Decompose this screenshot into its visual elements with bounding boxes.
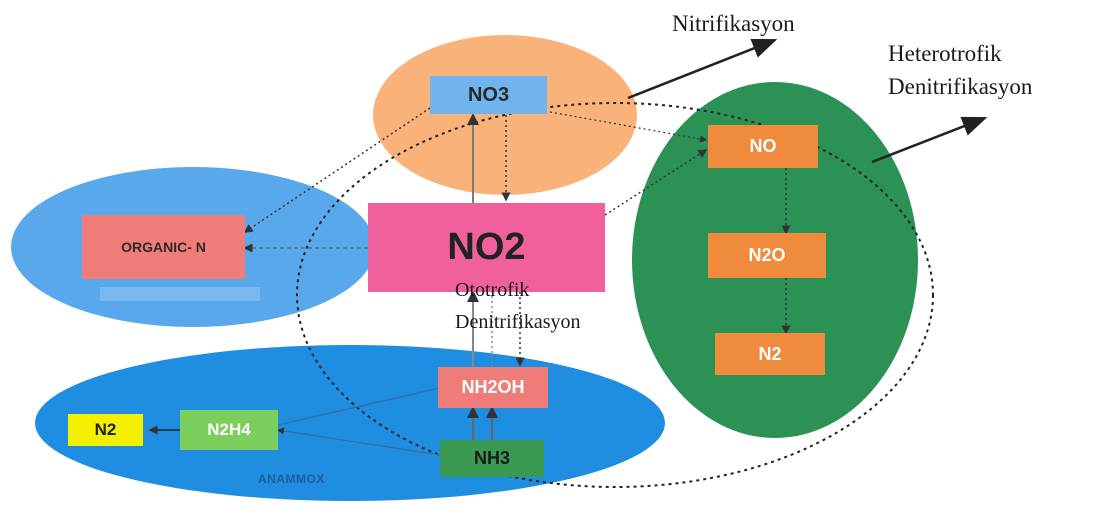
node-n2-left: N2 [68,414,143,446]
arrow-no3-to-no [549,111,708,143]
nitrifikasyon-pointer [627,38,778,100]
label-heterotrofik-line2: Denitrifikasyon [888,74,1033,99]
node-n2h4: N2H4 [180,410,278,450]
node-organic-n: ORGANIC- N [82,215,245,279]
organic-n-highlight [100,287,260,301]
node-nh2oh: NH2OH [438,367,548,408]
node-no2: NO2 [368,203,605,292]
node-n2-right: N2 [715,333,825,375]
label-anammox: ANAMMOX [258,472,325,486]
label-ototrofik-line1: Ototrofik [455,279,530,301]
label-ototrofik-line2: Denitrifikasyon [455,311,581,333]
label-nitrifikasyon: Nitrifikasyon [672,11,795,36]
arrow-no2-to-no [604,149,708,216]
label-heterotrofik-line1: Heterotrofik [888,41,1002,66]
node-no3: NO3 [430,76,547,114]
node-nh3: NH3 [440,440,544,477]
heterotrofik-pointer [871,116,988,164]
cycle-dotted-ellipse [296,102,934,488]
arrow-nh2oh-to-n2h4 [277,387,441,426]
node-no: NO [708,125,818,168]
arrow-nh3-to-n2h4 [276,427,441,456]
node-n2o: N2O [708,233,826,278]
arrow-no3-to-organic [243,107,431,233]
